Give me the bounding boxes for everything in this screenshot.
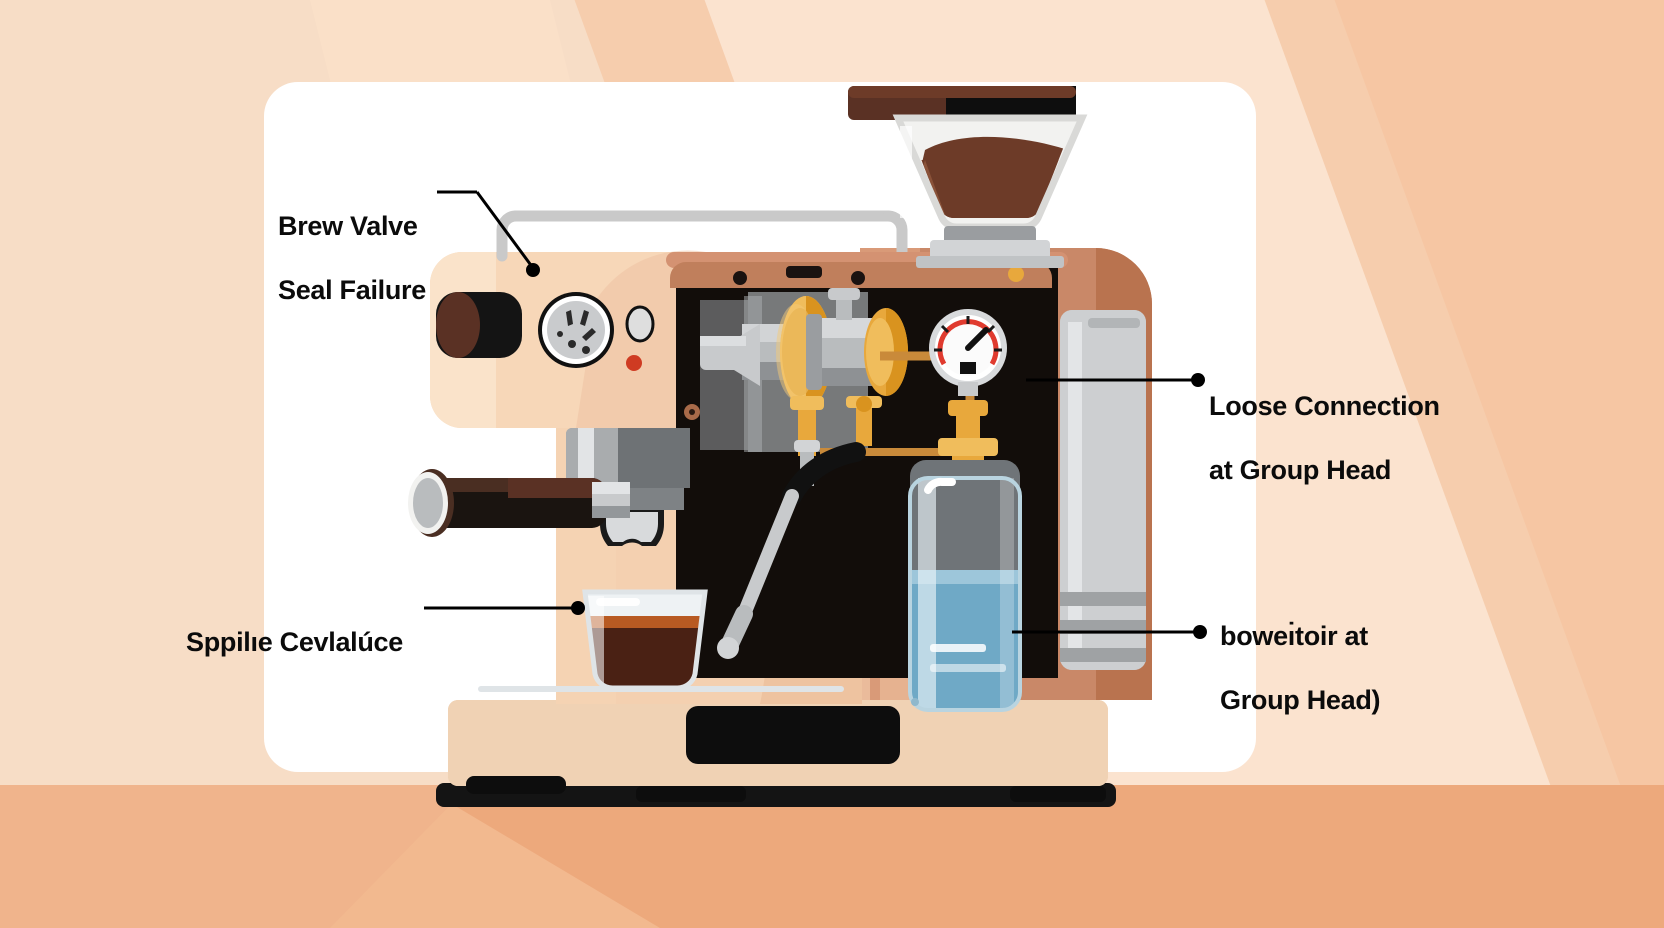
callout-label-loose-connection: Loose Connection at Group Head xyxy=(1209,358,1440,518)
drip-tray xyxy=(436,700,1116,807)
water-tank xyxy=(908,460,1022,712)
callout-line-1: Brew Valve xyxy=(278,211,418,241)
dot-bottom-right xyxy=(1193,625,1207,639)
floor-shadow-right xyxy=(420,785,1664,928)
callout-line-2: at Group Head xyxy=(1209,455,1392,485)
portafilter xyxy=(408,469,630,537)
callout-leader-lines xyxy=(424,190,1198,634)
top-handle-bar xyxy=(496,210,908,262)
callout-label-brew-valve: Brew Valve Seal Failure xyxy=(278,178,426,338)
steam-wand xyxy=(717,442,866,659)
callout-line-2: Seal Failure xyxy=(278,275,426,305)
callout-line-1: boweı̇toir at xyxy=(1220,621,1368,651)
pressure-gauge xyxy=(929,309,1007,396)
callout-label-bottom-left: Sppilıe Cevlalúce xyxy=(186,594,403,690)
espresso-cup xyxy=(478,589,844,692)
callout-line-1: Loose Connection xyxy=(1209,391,1440,421)
group-head xyxy=(566,428,690,546)
dot-bottom-left xyxy=(571,601,585,615)
dot-top-right xyxy=(1191,373,1205,387)
leader-top-left xyxy=(475,191,535,269)
callout-line-2: Group Head) xyxy=(1220,685,1381,715)
brew-valve-assembly xyxy=(700,288,975,486)
control-panel xyxy=(436,292,655,371)
dot-top-left xyxy=(526,263,540,277)
callout-dots xyxy=(526,263,1207,639)
side-water-panel xyxy=(1060,310,1146,670)
callout-line-1: Sppilıe Cevlalúce xyxy=(186,627,403,657)
callout-label-bottom-right: boweı̇toir at Group Head) xyxy=(1220,588,1381,748)
bean-hopper xyxy=(848,86,1088,268)
